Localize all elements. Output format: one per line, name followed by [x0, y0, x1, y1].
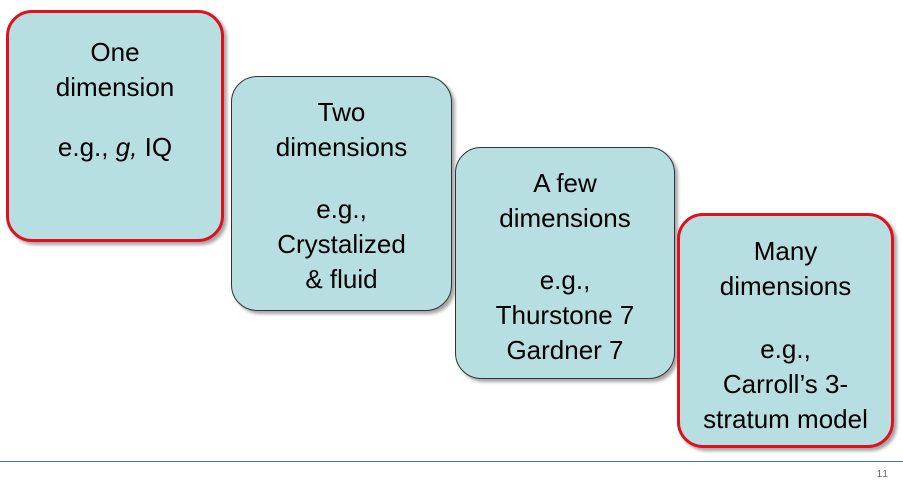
few-dimensions-box: A few dimensions e.g., Thurstone 7 Gardn… [455, 147, 675, 379]
many-dimensions-box: Many dimensions e.g., Carroll’s 3- strat… [677, 213, 894, 448]
footer-divider [0, 461, 903, 462]
box-title: A few dimensions [499, 168, 631, 233]
box-example: e.g., Thurstone 7 Gardner 7 [495, 265, 635, 365]
example-italic: g, [115, 132, 138, 162]
box-title: Two dimensions [275, 97, 408, 162]
page-number: 11 [876, 469, 889, 480]
example-prefix: e.g., [57, 132, 116, 162]
two-dimensions-box: Two dimensions e.g., Crystalized & fluid [231, 76, 452, 311]
example-suffix: IQ [137, 132, 173, 162]
box-example: e.g., g, IQ [9, 130, 221, 165]
box-title: One dimension [55, 37, 175, 102]
box-example: e.g., Carroll’s 3- stratum model [703, 334, 868, 434]
one-dimension-box: One dimension e.g., g, IQ [6, 10, 224, 242]
box-example: e.g., Crystalized & fluid [277, 194, 406, 294]
box-title: Many dimensions [719, 236, 852, 301]
